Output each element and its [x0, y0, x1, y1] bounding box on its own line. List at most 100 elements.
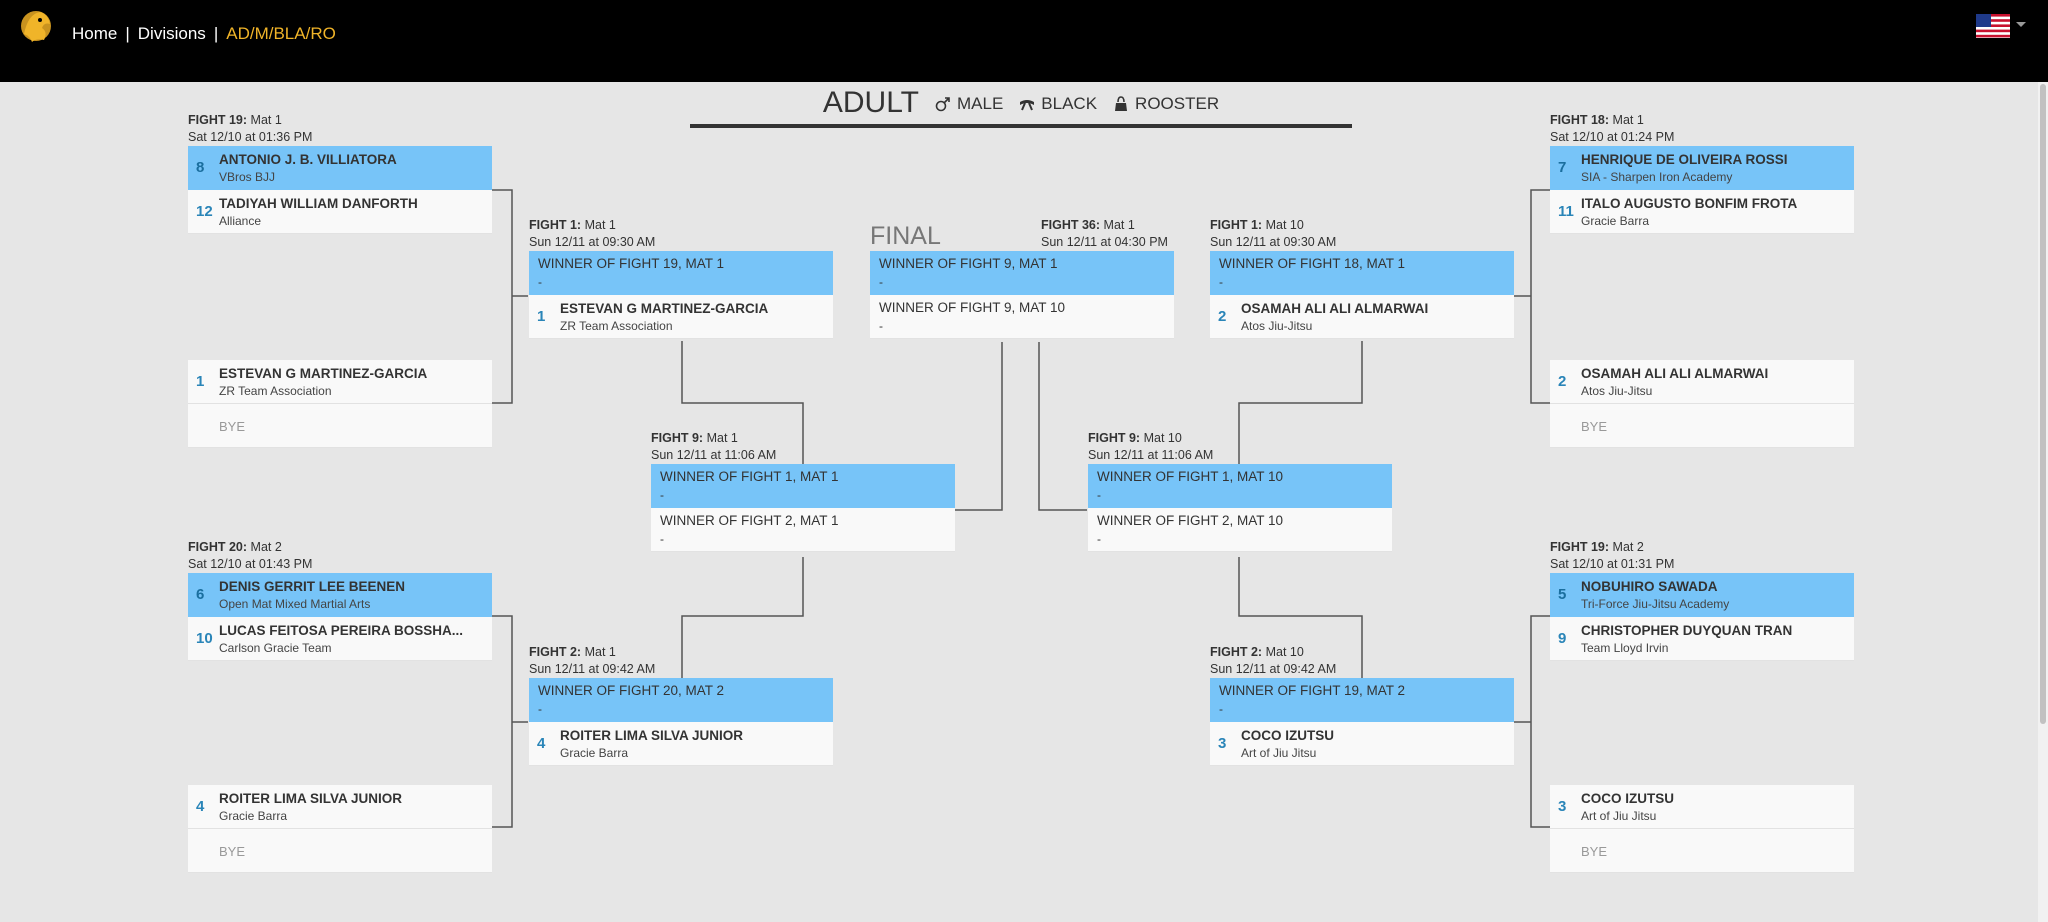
fight-time: Sun 12/11 at 09:42 AM — [529, 662, 656, 676]
competitor-name[interactable]: COCO IZUTSU — [1581, 791, 1674, 806]
competitor-name[interactable]: DENIS GERRIT LEE BEENEN — [219, 579, 406, 594]
scrollbar-thumb[interactable] — [2040, 84, 2046, 724]
competitor-team: Tri-Force Jiu-Jitsu Academy — [1581, 597, 1730, 611]
fight-time: Sat 12/10 at 01:31 PM — [1550, 557, 1675, 571]
competitor-team: Art of Jiu Jitsu — [1241, 746, 1317, 760]
competitor-name[interactable]: LUCAS FEITOSA PEREIRA BOSSHA... — [219, 623, 464, 638]
competitor-name[interactable]: TADIYAH WILLIAM DANFORTH — [219, 196, 418, 211]
competitor-slot[interactable]: WINNER OF FIGHT 1, MAT 1- — [651, 464, 955, 508]
competitor-slot[interactable]: WINNER OF FIGHT 19, MAT 2- — [1210, 678, 1514, 722]
competitor-name[interactable]: OSAMAH ALI ALI ALMARWAI — [1241, 301, 1429, 316]
competitor-team: Atos Jiu-Jitsu — [1581, 384, 1653, 398]
competitor-slot[interactable]: WINNER OF FIGHT 18, MAT 1- — [1210, 251, 1514, 295]
page-scrollbar[interactable] — [2038, 82, 2048, 922]
competitor-name[interactable]: ESTEVAN G MARTINEZ-GARCIA — [219, 366, 428, 381]
winner-placeholder: WINNER OF FIGHT 9, MAT 1 — [879, 256, 1058, 271]
competitor-name[interactable]: ROITER LIMA SILVA JUNIOR — [219, 791, 403, 806]
competitor-name[interactable]: ROITER LIMA SILVA JUNIOR — [560, 728, 744, 743]
bye-label: BYE — [1581, 419, 1608, 434]
fight-number-line: FIGHT 18: Mat 1 — [1550, 112, 1674, 129]
competitor-slot[interactable]: WINNER OF FIGHT 9, MAT 1- — [870, 251, 1174, 295]
lion-logo-icon[interactable] — [14, 4, 58, 48]
competitor-name[interactable]: NOBUHIRO SAWADA — [1581, 579, 1718, 594]
competitor-name[interactable]: CHRISTOPHER DUYQUAN TRAN — [1581, 623, 1793, 638]
division-weight-label: ROOSTER — [1135, 94, 1220, 113]
competitor-seed: 1 — [196, 373, 205, 390]
competitor-name[interactable]: ESTEVAN G MARTINEZ-GARCIA — [560, 301, 769, 316]
competitor-name[interactable]: ITALO AUGUSTO BONFIM FROTA — [1581, 196, 1798, 211]
match-card[interactable]: WINNER OF FIGHT 1, MAT 10-WINNER OF FIGH… — [1088, 464, 1392, 552]
competitor-team: Art of Jiu Jitsu — [1581, 809, 1657, 823]
competitor-slot[interactable]: WINNER OF FIGHT 20, MAT 2- — [529, 678, 833, 722]
division-belt: BLACK — [1019, 94, 1097, 114]
bye-label: BYE — [219, 419, 246, 434]
fight-number: FIGHT 2: — [1210, 645, 1263, 659]
competitor-name[interactable]: ANTONIO J. B. VILLIATORA — [219, 152, 397, 167]
competitor-seed: 5 — [1558, 586, 1567, 603]
competitor-slot[interactable]: BYE — [1550, 404, 1854, 448]
competitor-name[interactable]: HENRIQUE DE OLIVEIRA ROSSI — [1581, 152, 1788, 167]
competitor-seed: 2 — [1558, 373, 1567, 390]
fight-time: Sat 12/10 at 01:43 PM — [188, 557, 313, 571]
competitor-slot[interactable]: 2 OSAMAH ALI ALI ALMARWAI Atos Jiu-Jitsu — [1550, 360, 1854, 404]
competitor-slot[interactable]: WINNER OF FIGHT 1, MAT 10- — [1088, 464, 1392, 508]
winner-placeholder: WINNER OF FIGHT 2, MAT 10 — [1097, 513, 1284, 528]
winner-placeholder: WINNER OF FIGHT 9, MAT 10 — [879, 300, 1066, 315]
match-card[interactable]: 5 NOBUHIRO SAWADA Tri-Force Jiu-Jitsu Acad… — [1550, 573, 1854, 661]
home-link[interactable]: Home — [72, 24, 118, 43]
chevron-down-icon[interactable] — [2016, 22, 2026, 27]
winner-placeholder: WINNER OF FIGHT 18, MAT 1 — [1219, 256, 1406, 271]
competitor-slot[interactable]: WINNER OF FIGHT 19, MAT 1- — [529, 251, 833, 295]
division-gender: MALE — [935, 94, 1003, 114]
kettlebell-icon — [1115, 96, 1128, 111]
competitor-slot[interactable]: WINNER OF FIGHT 9, MAT 10- — [870, 295, 1174, 339]
competitor-slot[interactable]: BYE — [188, 404, 492, 448]
competitor-slot[interactable]: BYE — [188, 829, 492, 873]
match-card[interactable]: WINNER OF FIGHT 9, MAT 1-WINNER OF FIGHT… — [870, 251, 1174, 339]
us-flag-icon[interactable] — [1976, 14, 2010, 38]
competitor-slot[interactable]: WINNER OF FIGHT 2, MAT 10- — [1088, 508, 1392, 552]
competitor-name[interactable]: COCO IZUTSU — [1241, 728, 1334, 743]
fight-mat: Mat 1 — [1103, 218, 1135, 232]
fight-number: FIGHT 19: — [1550, 540, 1610, 554]
competitor-slot[interactable]: BYE — [1550, 829, 1854, 873]
fight-time: Sun 12/11 at 09:30 AM — [1210, 235, 1337, 249]
competitor-slot[interactable]: WINNER OF FIGHT 2, MAT 1- — [651, 508, 955, 552]
competitor-slot[interactable]: 5 NOBUHIRO SAWADA Tri-Force Jiu-Jitsu Acad… — [1550, 573, 1854, 617]
winner-placeholder: WINNER OF FIGHT 1, MAT 10 — [1097, 469, 1284, 484]
current-division-link[interactable]: AD/M/BLA/RO — [226, 24, 336, 43]
breadcrumb: Home | Divisions | AD/M/BLA/RO — [72, 24, 336, 44]
match-card[interactable]: WINNER OF FIGHT 1, MAT 1-WINNER OF FIGHT… — [651, 464, 955, 552]
divisions-link[interactable]: Divisions — [137, 24, 206, 43]
competitor-team: Atos Jiu-Jitsu — [1241, 319, 1313, 333]
competitor-name[interactable]: OSAMAH ALI ALI ALMARWAI — [1581, 366, 1769, 381]
fight-mat: Mat 1 — [584, 645, 616, 659]
